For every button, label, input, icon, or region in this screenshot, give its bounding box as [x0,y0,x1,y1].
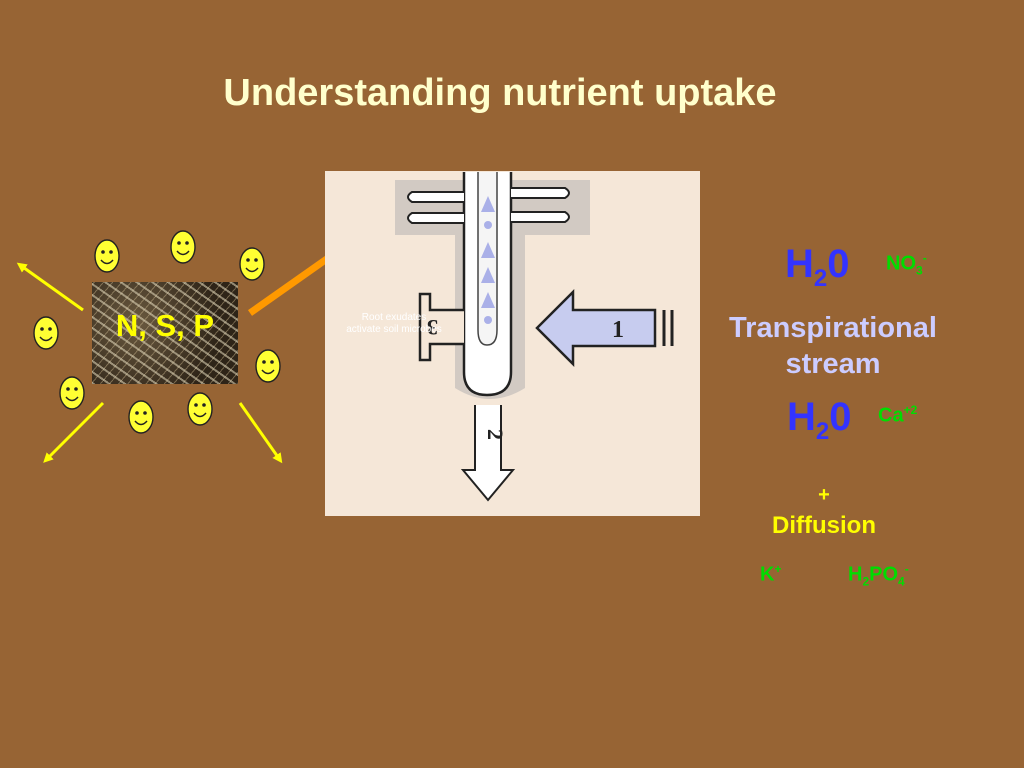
interception-arrow-2-icon [460,405,516,502]
calcium-sup: +2 [903,403,918,417]
root-exudate-label-line2: activate soil microbes [346,324,442,335]
lateral-root-right-lower [511,211,570,223]
dispersal-arrow-se-icon [238,402,283,464]
water-2-sub: 2 [815,418,830,445]
calcium-ion: Ca+2 [878,403,917,428]
water-2-tail: 0 [829,395,852,439]
potassium-ion: K+ [760,562,781,587]
mechanism-3-label: 3 [427,315,438,340]
water-1-base: H [785,242,814,286]
transpiration-line2: stream [785,348,881,380]
soil-organic-matter-image [92,282,238,384]
dispersal-arrow-sw-icon [43,401,105,463]
mass-flow-arrow-1-icon [535,288,674,368]
xylem-flow-arrows-icon [481,196,495,324]
water-formula-2: H20 [787,395,852,446]
diffusion-label: Diffusion [772,512,876,539]
dispersal-arrow-nw-icon [16,262,84,312]
phosphate-mid: PO [869,563,899,586]
lateral-root-left-lower [407,212,464,224]
nutrient-label-nsp: N, S, P [115,308,215,343]
phosphate-sub2: 4 [898,574,905,589]
diffusion-arrow-3-icon [418,292,464,362]
phosphate-base: H [848,563,863,586]
potassium-sup: + [774,562,782,576]
plus-sign: + [818,484,830,506]
phosphate-sup: - [904,562,909,576]
transpirational-stream-label: Transpirational stream [706,310,960,382]
nitrate-ion: NO3- [886,251,927,278]
nitrate-sup: - [922,251,927,265]
water-formula-1: H20 [785,242,850,293]
calcium-base: Ca [878,404,904,427]
root-exudate-label-line1: Root exudates [361,312,427,323]
phosphate-sub1: 2 [862,574,870,589]
root-exudate-label: Root exudates activate soil microbes [329,312,459,336]
water-2-base: H [787,395,816,439]
mechanism-1-label: 1 [612,317,624,343]
water-1-sub: 2 [813,265,828,292]
lateral-root-left-upper [407,191,464,203]
nitrate-base: NO [886,252,916,275]
transpiration-line1: Transpirational [729,312,937,344]
lateral-root-right-upper [511,187,570,199]
phosphate-ion: H2PO4- [848,562,909,589]
water-1-tail: 0 [827,242,850,286]
nitrate-sub: 3 [916,263,923,278]
potassium-base: K [760,563,775,586]
mechanism-2-label: 2 [483,429,508,440]
slide-title: Understanding nutrient uptake [223,72,777,114]
